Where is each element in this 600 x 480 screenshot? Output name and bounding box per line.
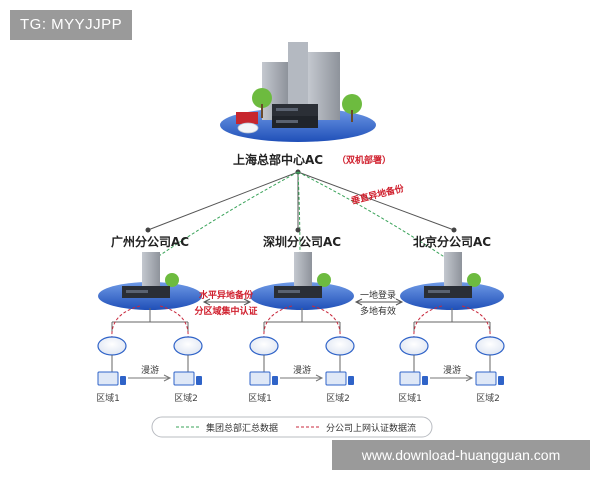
tg-tag: TG: MYYJJPP [10,10,133,40]
legend-green-label: 集团总部汇总数据 [206,422,278,434]
login-label: 一地登录 [360,289,396,301]
branch-guangzhou: 广州分公司AC 漫游 区域1 区域2 [96,227,203,404]
horizontal-backup-label: 水平异地备份 [199,289,254,301]
watermark-banner: www.download-huangguan.com [332,440,590,470]
zone1-label: 区域1 [96,392,120,404]
zone2-label: 区域2 [174,392,198,404]
roam-label: 漫游 [293,364,311,376]
zone2-label: 区域2 [476,392,500,404]
login-arrow [354,298,404,306]
roam-label: 漫游 [443,364,461,376]
branch-label: 广州分公司AC [111,234,189,249]
legend-red-label: 分公司上网认证数据流 [326,422,416,434]
branch-label: 深圳分公司AC [263,234,341,249]
zone1-label: 区域1 [248,392,272,404]
centralized-auth-label: 分区域集中认证 [194,305,257,317]
branch-beijing: 北京分公司AC 漫游 区域1 区域2 [398,227,505,404]
multi-site-label: 多地有效 [360,305,396,317]
zone2-label: 区域2 [326,392,350,404]
zone1-label: 区域1 [398,392,422,404]
hq-scene [220,42,376,142]
roam-label: 漫游 [141,364,159,376]
hq-note-label: （双机部署） [337,154,391,166]
branch-shenzhen: 深圳分公司AC 漫游 区域1 区域2 [248,227,355,404]
legend: 集团总部汇总数据 分公司上网认证数据流 [151,416,433,438]
hq-label: 上海总部中心AC [233,152,323,167]
vertical-backup-label: 垂直异地备份 [350,182,406,207]
horizontal-backup-arrow [202,298,252,306]
branch-label: 北京分公司AC [413,234,491,249]
